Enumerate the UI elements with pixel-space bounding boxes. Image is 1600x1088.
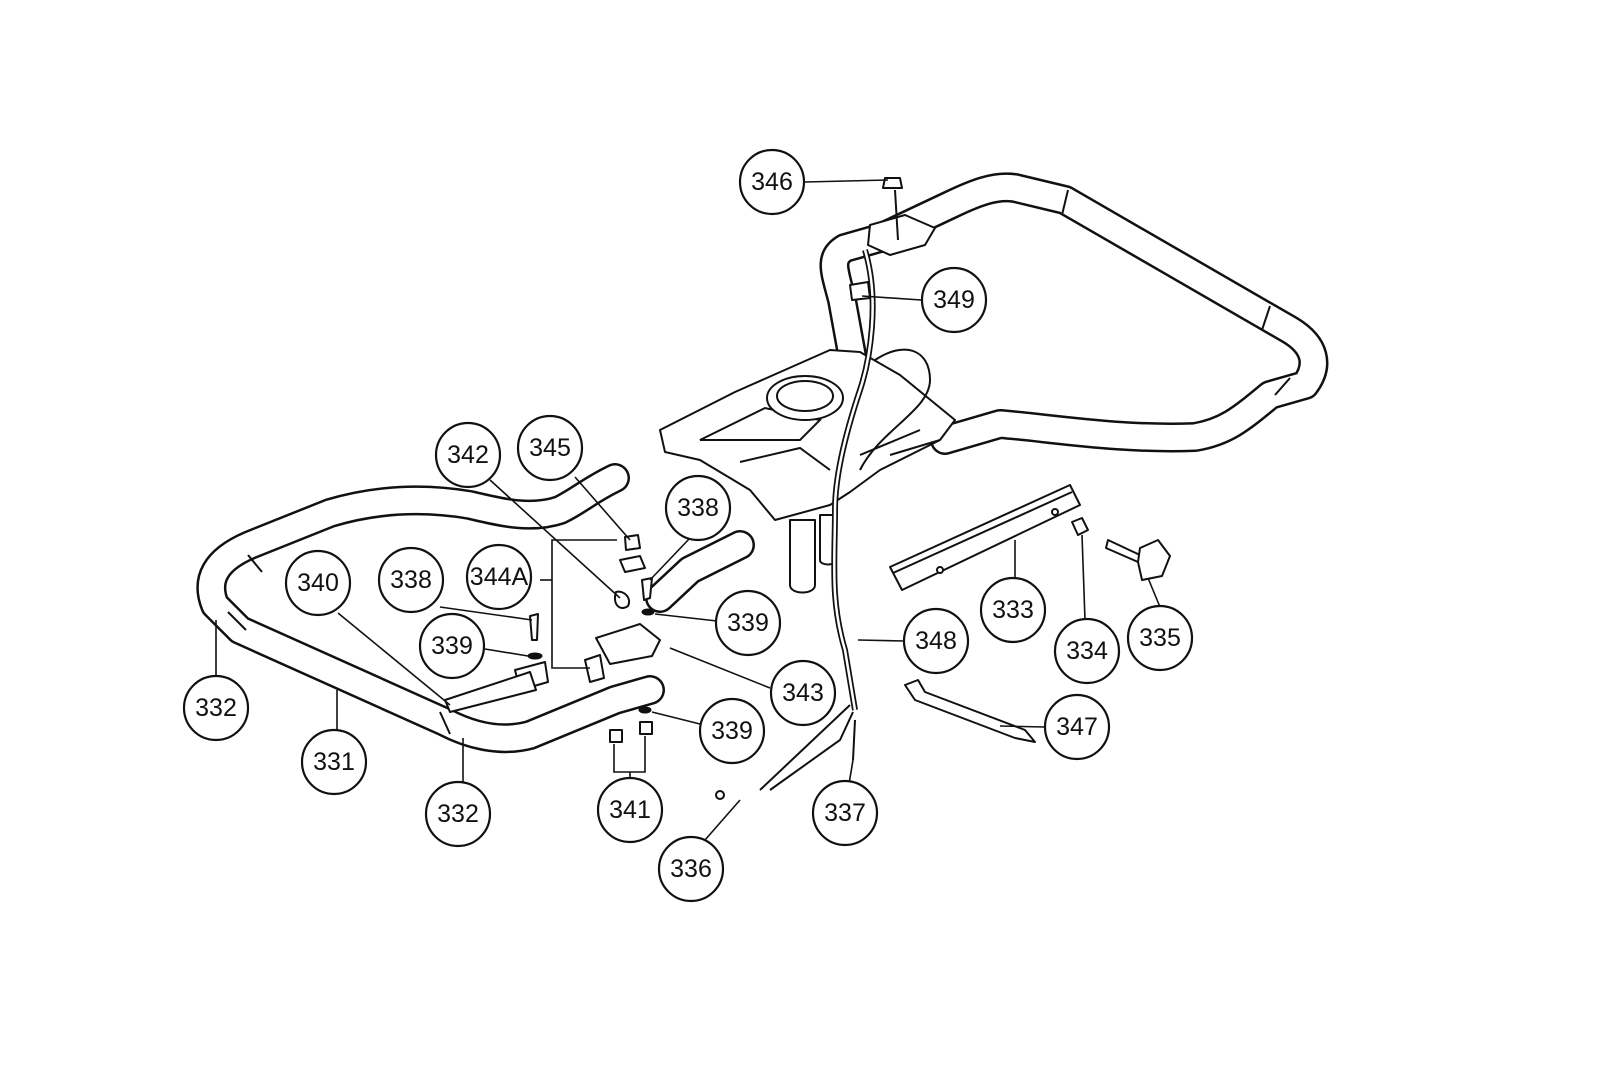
callout-332-bottom: 332 — [424, 780, 492, 848]
callout-348-label: 348 — [915, 627, 957, 655]
callout-339-right: 339 — [714, 589, 782, 657]
base-plate — [659, 349, 956, 594]
callout-332-bottom-label: 332 — [437, 800, 479, 828]
callout-338-lower: 338 — [377, 546, 445, 614]
callout-334: 334 — [1053, 617, 1121, 685]
callout-338-upper-label: 338 — [677, 494, 719, 522]
knob-parts — [1071, 517, 1171, 581]
callout-339-left: 339 — [418, 612, 486, 680]
callout-333: 333 — [979, 576, 1047, 644]
callout-338-lower-label: 338 — [390, 566, 432, 594]
lower-handle-tube — [196, 463, 755, 754]
leader-lines — [215, 179, 1161, 841]
callout-336-label: 336 — [670, 855, 712, 883]
callout-337: 337 — [811, 779, 879, 847]
callout-331: 331 — [300, 728, 368, 796]
callout-346: 346 — [738, 148, 806, 216]
callout-337-label: 337 — [824, 799, 866, 827]
callout-348: 348 — [902, 607, 970, 675]
callout-331-label: 331 — [313, 748, 355, 776]
callout-342-label: 342 — [447, 441, 489, 469]
rail-part — [889, 484, 1081, 591]
callout-339-right-label: 339 — [727, 609, 769, 637]
callout-346-label: 346 — [751, 168, 793, 196]
callout-332-left-label: 332 — [195, 694, 237, 722]
callout-339-lower-label: 339 — [711, 717, 753, 745]
callout-338-upper: 338 — [664, 474, 732, 542]
callout-335-label: 335 — [1139, 624, 1181, 652]
callout-334-label: 334 — [1066, 637, 1108, 665]
throttle-cable — [715, 249, 932, 800]
clamp-assembly — [444, 534, 661, 743]
callout-335: 335 — [1126, 604, 1194, 672]
strap-part — [904, 679, 1036, 743]
upper-handle-tube — [819, 172, 1329, 455]
callout-341: 341 — [596, 776, 664, 844]
callout-332-left: 332 — [182, 674, 250, 742]
callout-342: 342 — [434, 421, 502, 489]
callout-340: 340 — [284, 549, 352, 617]
callout-344a: 344A — [465, 543, 533, 611]
callout-344a-label: 344A — [470, 563, 529, 591]
callout-340-label: 340 — [297, 569, 339, 597]
callout-339-left-label: 339 — [431, 632, 473, 660]
callout-343-label: 343 — [782, 679, 824, 707]
callout-333-label: 333 — [992, 596, 1034, 624]
callout-347-label: 347 — [1056, 713, 1098, 741]
callout-341-label: 341 — [609, 796, 651, 824]
callout-345: 345 — [516, 414, 584, 482]
callout-336: 336 — [657, 835, 725, 903]
callout-343: 343 — [769, 659, 837, 727]
callout-339-lower: 339 — [698, 697, 766, 765]
callout-349: 349 — [920, 266, 988, 334]
callout-347: 347 — [1043, 693, 1111, 761]
callout-345-label: 345 — [529, 434, 571, 462]
callout-349-label: 349 — [933, 286, 975, 314]
